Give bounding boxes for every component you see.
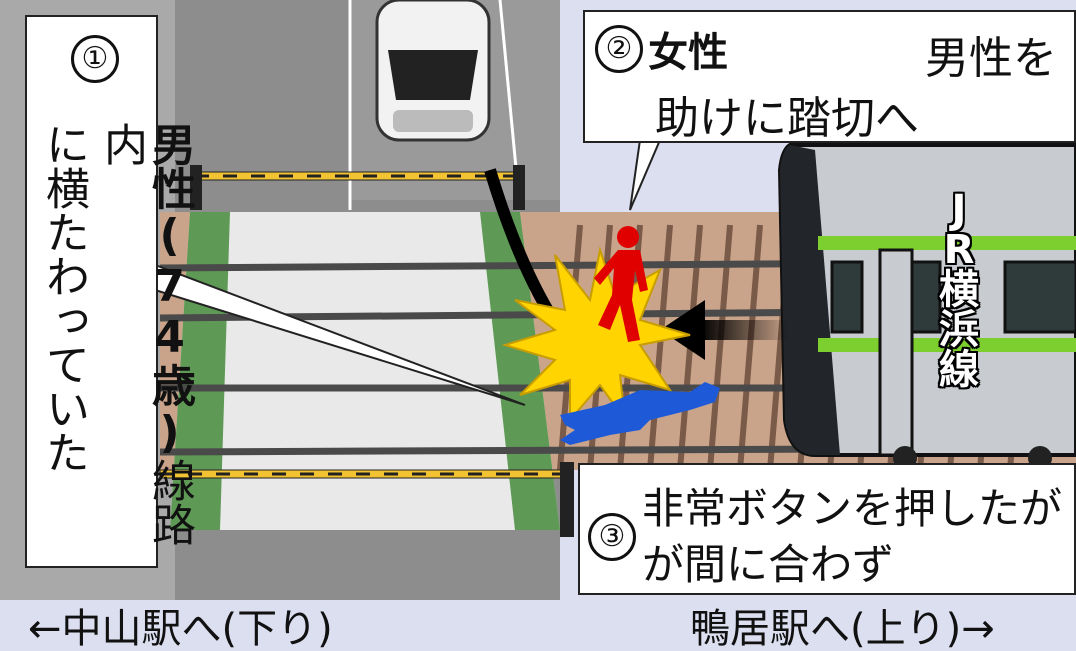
man-figure bbox=[560, 382, 720, 445]
callout3-line2: が間に合わず bbox=[642, 540, 895, 589]
crossing-barrier-top bbox=[190, 165, 525, 210]
bottom-band bbox=[0, 600, 1076, 651]
callout1-number: ① bbox=[71, 35, 119, 83]
callout2-line2: 助けに踏切へ bbox=[655, 93, 919, 144]
caption-right: 鴨居駅へ(上り)→ bbox=[690, 606, 995, 651]
woman-figure bbox=[594, 226, 648, 342]
crossing-barrier-bottom bbox=[159, 462, 574, 537]
callout3-box: ③ 非常ボタンを押したが が間に合わず bbox=[578, 463, 1076, 595]
callout1-subject: 男性(74歳)線路内 bbox=[96, 122, 195, 546]
car bbox=[375, 0, 491, 142]
callout2-line1: ② 女性 bbox=[595, 20, 728, 78]
callout2-line1-tail: 男性を bbox=[925, 33, 1057, 84]
callout3-number-wrap: ③ bbox=[588, 513, 636, 561]
callout1-box: ① 男性(74歳)線路内 に横たわっていた bbox=[25, 15, 195, 568]
train-line-label: J R 横 浜 線 bbox=[939, 187, 979, 393]
callout3-line1: 非常ボタンを押したが bbox=[642, 484, 1063, 533]
callout2-box: ② 女性 男性を 助けに踏切へ bbox=[583, 10, 1076, 144]
callout1-line2: に横たわっていた bbox=[38, 122, 89, 474]
caption-left: ←中山駅へ(下り) bbox=[28, 606, 333, 651]
train bbox=[777, 143, 1076, 470]
train-direction-arrow bbox=[660, 300, 790, 360]
